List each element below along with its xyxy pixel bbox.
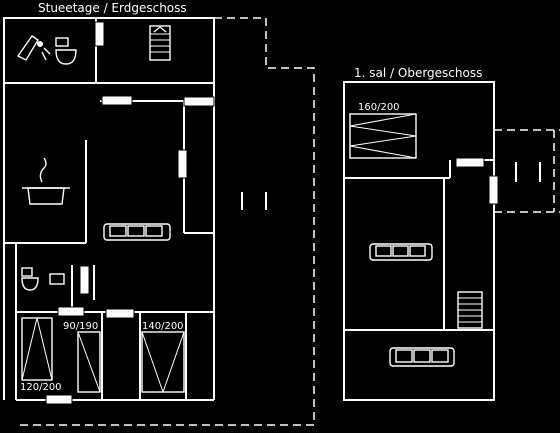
toilet-icon [55,37,77,65]
upper-floor-balcony-outline [494,129,560,213]
bed-icon-120 [21,317,53,381]
bed-icon-90 [77,331,101,393]
ground-stairs-icon [149,25,171,61]
sofa-icon [103,223,171,241]
cooking-pot-icon [22,157,70,205]
stair-opening-icon [241,162,541,210]
upper-floor-title: 1. sal / Obergeschoss [354,66,482,80]
washbasin-icon [49,273,65,285]
ground-floor-title: Stueetage / Erdgeschoss [38,1,187,15]
upper-floor-walls [343,81,495,401]
upper-bed-icon-160 [349,113,417,159]
upper-stairs-icon [457,291,483,329]
ground-floor-walls [3,17,215,401]
toilet-small-icon [21,267,39,291]
upper-sofa-bottom-icon [389,347,455,367]
ground-floor-terrace-outline [16,17,315,426]
bed-size-label-140: 140/200 [142,321,184,332]
bed-size-label-120: 120/200 [20,382,62,393]
upper-sofa-icon [369,243,433,261]
bed-icon-140 [141,331,185,393]
shower-icon [16,35,51,61]
upper-bed-size-label: 160/200 [358,102,400,113]
doors [45,21,499,405]
bed-size-label-90: 90/190 [63,321,98,332]
